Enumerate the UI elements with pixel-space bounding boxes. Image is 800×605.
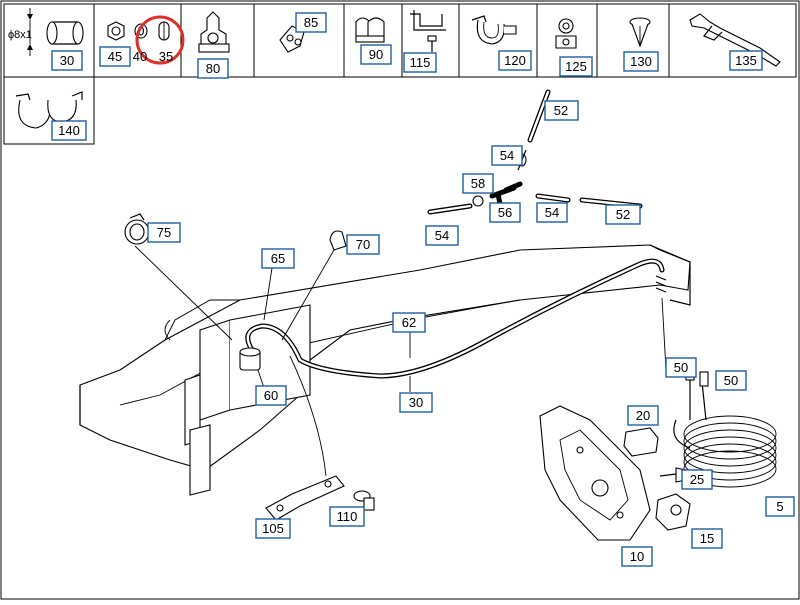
bracket-plate-10-icon	[539, 405, 651, 541]
legend-row: ϕ8x1	[3, 3, 797, 145]
clamp-60-icon	[239, 347, 261, 371]
callout-52-right: 52	[616, 207, 630, 222]
callout-70: 70	[356, 237, 370, 252]
leader-lines	[134, 155, 667, 477]
double-clip-icon	[355, 17, 385, 43]
legend-label-140: 140	[58, 123, 80, 138]
coil-hose-5-icon	[673, 365, 777, 488]
double-hose-clip-icon	[15, 91, 83, 129]
callout-75: 75	[157, 225, 171, 240]
hose-clamp-icon	[471, 15, 517, 45]
clip-20-icon	[623, 427, 659, 457]
label-box-85	[295, 12, 327, 33]
callout-56: 56	[498, 205, 512, 220]
label-box-115	[403, 52, 437, 73]
legend-label-120: 120	[504, 53, 526, 68]
callout-15: 15	[700, 531, 714, 546]
callout-20: 20	[636, 408, 650, 423]
callout-110: 110	[337, 509, 358, 524]
legend-label-125: 125	[565, 59, 587, 74]
callout-54-top: 54	[500, 148, 514, 163]
clamp-icon	[198, 11, 230, 53]
brake-line	[245, 258, 667, 379]
callout-54-left: 54	[435, 228, 449, 243]
legend-label-90: 90	[369, 47, 383, 62]
hose-clamp-75-icon	[124, 213, 150, 245]
clip-70-icon	[329, 230, 347, 251]
legend-label-35: 35	[159, 49, 173, 64]
legend-label-85: 85	[304, 15, 318, 30]
legend-label-40: 40	[133, 49, 147, 64]
label-box-90	[360, 44, 392, 65]
label-box-140	[51, 120, 87, 141]
clip-15-icon	[655, 493, 691, 531]
label-box-45	[99, 46, 131, 67]
callouts: 52 54 58 56 54 52 75 70 65 62 60 30 50 5…	[147, 100, 795, 567]
highlight-circle-35	[135, 15, 185, 65]
callout-65: 65	[271, 251, 285, 266]
push-rivet-icon	[629, 17, 651, 48]
label-box-120	[498, 50, 532, 71]
frame-assembly	[79, 244, 691, 496]
callout-50-left: 50	[674, 360, 688, 375]
tube-icon: ϕ8x1	[8, 8, 84, 56]
callout-60: 60	[264, 388, 278, 403]
bracket-screw-icon	[410, 10, 446, 52]
callout-50-right: 50	[724, 373, 738, 388]
callout-25: 25	[690, 472, 704, 487]
label-box-125	[559, 56, 593, 77]
callout-54-mid: 54	[545, 205, 559, 220]
callout-5: 5	[776, 499, 783, 514]
label-box-130	[623, 51, 659, 72]
callout-52-top: 52	[554, 103, 568, 118]
callout-62: 62	[402, 315, 416, 330]
tube-dimension: ϕ8x1	[8, 29, 32, 41]
callout-30: 30	[409, 395, 423, 410]
legend-label-135: 135	[735, 53, 757, 68]
nut-washer-sleeve-icon	[107, 21, 170, 41]
legend-label-115: 115	[410, 55, 431, 70]
label-box-80	[197, 58, 229, 79]
pipe-clip-icon	[555, 18, 577, 49]
callout-105: 105	[262, 521, 284, 536]
frame-box	[199, 319, 231, 421]
label-box-30	[51, 50, 83, 71]
callout-58: 58	[471, 176, 485, 191]
bolt-110-icon	[353, 490, 375, 511]
label-box-135	[729, 50, 763, 71]
legend-label-30: 30	[60, 53, 74, 68]
legend-label-45: 45	[108, 49, 122, 64]
callout-10: 10	[630, 549, 644, 564]
legend-label-80: 80	[206, 61, 220, 76]
legend-label-130: 130	[630, 54, 652, 69]
